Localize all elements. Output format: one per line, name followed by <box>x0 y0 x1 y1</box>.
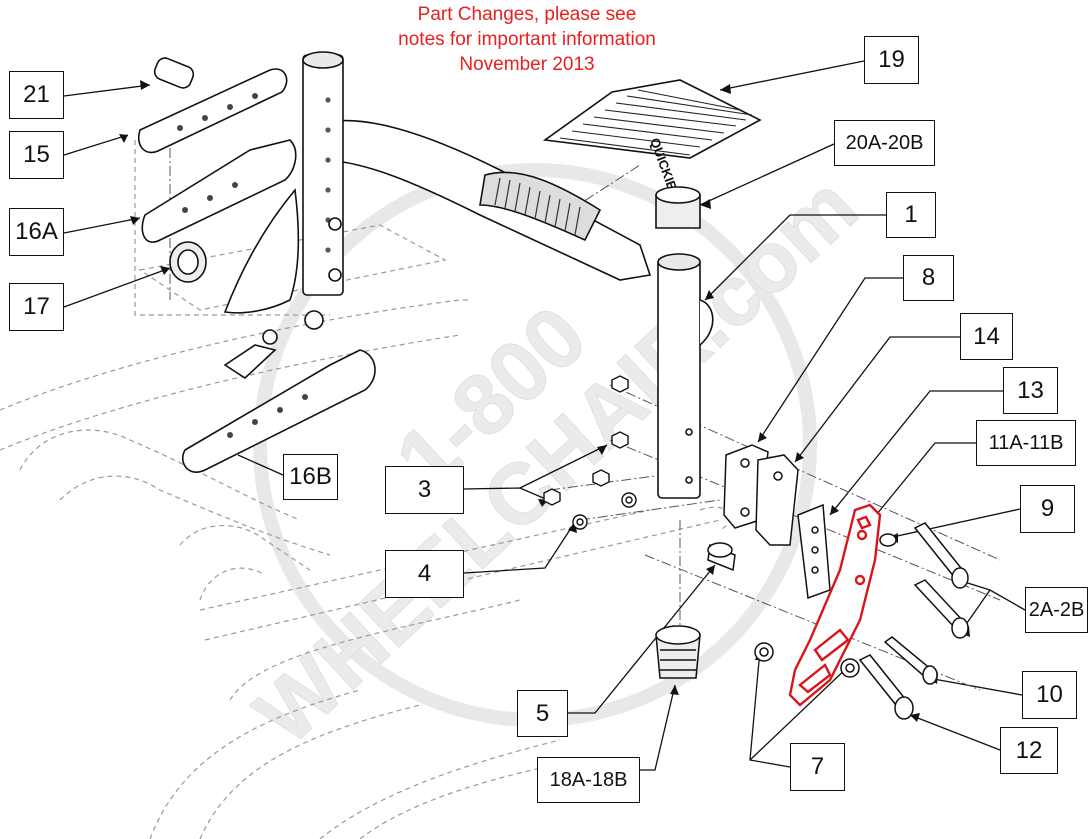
callout-13: 13 <box>1003 367 1058 414</box>
notice-line2: notes for important information <box>398 29 656 50</box>
bolts <box>754 522 969 720</box>
callout-16a: 16A <box>9 208 64 256</box>
notice-line3: November 2013 <box>459 54 595 75</box>
callout-4: 4 <box>385 550 464 598</box>
notice-line1: Part Changes, please see <box>417 4 637 25</box>
callout-5: 5 <box>517 690 568 737</box>
part-change-notice: Part Changes, please see notes for impor… <box>352 2 702 77</box>
callout-21: 21 <box>9 71 64 119</box>
callout-3: 3 <box>385 466 464 514</box>
callout-15: 15 <box>9 131 64 179</box>
callout-10: 10 <box>1022 671 1077 719</box>
callout-7: 7 <box>790 743 845 791</box>
callout-2a-2b: 2A-2B <box>1025 587 1088 633</box>
callout-9: 9 <box>1020 485 1075 533</box>
callout-20a-20b: 20A-20B <box>834 120 935 166</box>
callout-1: 1 <box>886 192 936 238</box>
plates-8-14-13 <box>723 444 831 600</box>
nuts-washers <box>543 375 637 530</box>
callout-19: 19 <box>864 36 919 84</box>
callout-11a-11b: 11A-11B <box>976 420 1076 466</box>
callout-17: 17 <box>9 283 64 331</box>
bracket-11a-11b <box>788 503 882 707</box>
callout-14: 14 <box>960 313 1013 360</box>
callout-16b: 16B <box>283 454 338 500</box>
callout-12: 12 <box>1000 727 1058 774</box>
left-tube-assembly <box>138 51 344 345</box>
spacer-and-cap <box>655 542 736 679</box>
hanger-tube <box>314 119 714 499</box>
footplate: QUICKIE <box>542 79 762 229</box>
leader-lines <box>63 60 1026 771</box>
part-16b <box>181 344 376 473</box>
callout-18a-18b: 18A-18B <box>537 757 640 803</box>
callout-8: 8 <box>903 255 954 301</box>
